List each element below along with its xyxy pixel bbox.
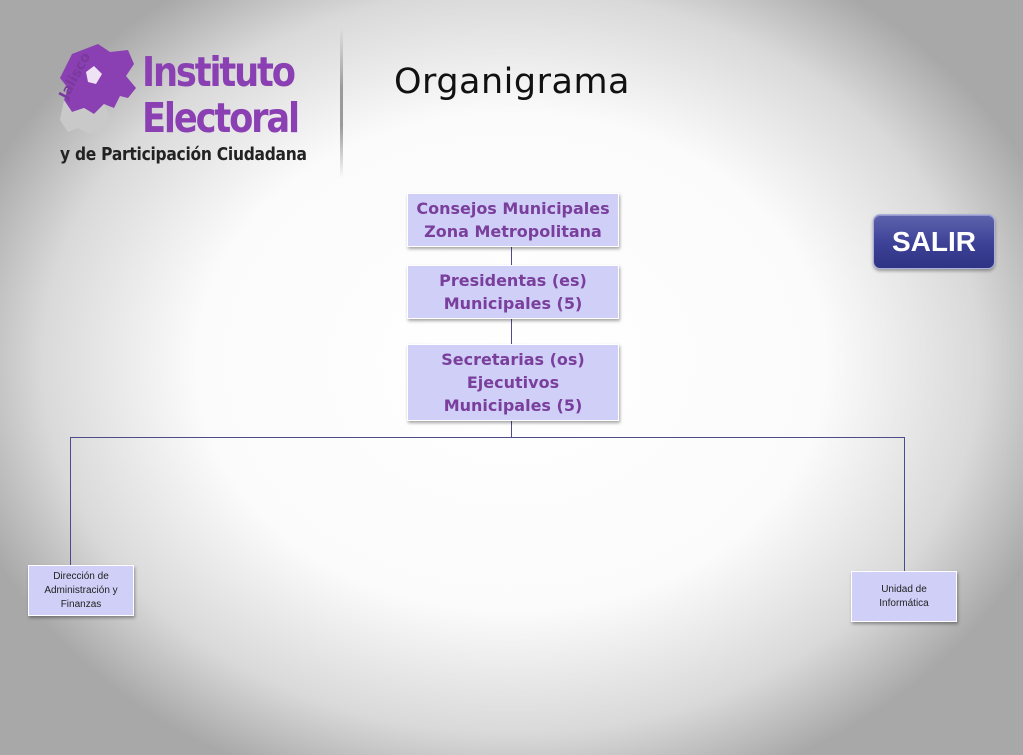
connector-l1-l2 — [511, 246, 512, 266]
org-box-secretarias-line-2: Ejecutivos — [466, 373, 560, 392]
org-box-consejos: Consejos Municipales Zona Metropolitana — [407, 193, 619, 247]
org-box-secretarias: Secretarias (os) Ejecutivos Municipales … — [407, 344, 619, 421]
connector-bus-left — [70, 437, 71, 566]
org-box-direccion-administracion: Dirección de Administración y Finanzas — [28, 565, 134, 616]
jalisco-map-icon — [60, 44, 136, 134]
connector-l3-bus — [511, 420, 512, 438]
org-box-secretarias-line-3: Municipales (5) — [443, 396, 583, 415]
org-box-unidad-informatica: Unidad de Informática — [851, 571, 957, 622]
org-box-consejos-line-1: Consejos Municipales — [416, 199, 610, 218]
org-box-direccion-line-1: Dirección de — [53, 570, 109, 582]
org-box-direccion-line-3: Finanzas — [60, 598, 102, 610]
logo-line-1: Instituto — [142, 48, 296, 96]
connector-bus-right — [904, 437, 905, 572]
logo-line-2: Electoral — [142, 94, 300, 142]
org-box-presidentas: Presidentas (es) Municipales (5) — [407, 265, 619, 319]
org-box-presidentas-line-2: Municipales (5) — [443, 294, 583, 313]
org-box-presidentas-line-1: Presidentas (es) — [439, 271, 587, 290]
connector-l2-l3 — [511, 318, 512, 345]
institute-logo: Jalisco Instituto Electoral y de Partici… — [50, 38, 350, 173]
header-divider — [340, 28, 343, 178]
org-box-consejos-line-2: Zona Metropolitana — [424, 222, 602, 241]
org-box-direccion-line-2: Administración y — [44, 584, 118, 596]
connector-bus — [70, 437, 905, 438]
exit-button[interactable]: SALIR — [873, 214, 995, 269]
page-title: Organigrama — [394, 62, 630, 102]
logo-subtitle: y de Participación Ciudadana — [60, 144, 307, 165]
org-box-unidad-line-1: Unidad de — [881, 583, 927, 595]
org-box-unidad-line-2: Informática — [879, 597, 929, 609]
org-box-secretarias-line-1: Secretarias (os) — [441, 350, 585, 369]
